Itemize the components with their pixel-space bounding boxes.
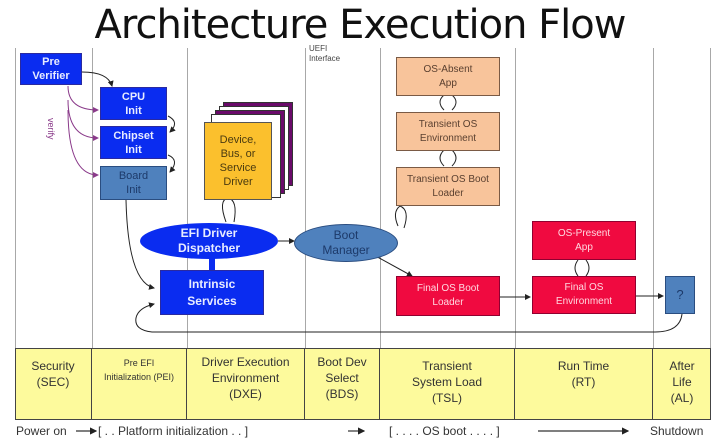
phase-dxe: Driver Execution Environment (DXE) xyxy=(187,348,305,420)
lane-divider xyxy=(515,48,516,348)
loop-present-final xyxy=(574,259,590,277)
final-os-boot-loader-box[interactable]: Final OS Boot Loader xyxy=(396,276,500,316)
arrow-board-to-intrinsic xyxy=(125,199,155,290)
phase-al: After Life (AL) xyxy=(669,359,695,405)
verify-arrow-cpu xyxy=(67,85,99,113)
lane-divider xyxy=(710,48,711,348)
arrow-chipset-to-board xyxy=(167,154,176,173)
uefi-interface-label: UEFI Interface xyxy=(309,44,341,63)
boot-manager[interactable]: Boot Manager xyxy=(294,224,398,262)
loop-absent-env xyxy=(439,94,457,111)
footer-shutdown: Shutdown xyxy=(650,424,704,438)
verify-arrow-chipset xyxy=(67,99,99,141)
footer-platform-init: [ . . Platform initialization . . ] xyxy=(98,424,249,438)
phase-rt: Run Time (RT) xyxy=(515,348,653,420)
arrow-preverifier-to-cpu xyxy=(81,71,114,87)
phase-bar xyxy=(15,348,711,420)
unknown-box[interactable]: ? xyxy=(665,276,695,314)
footer-power-on: Power on xyxy=(16,424,67,438)
dispatcher-intrinsic-stem xyxy=(209,256,215,270)
lane-divider xyxy=(305,48,306,348)
phase-sec: Security (SEC) xyxy=(15,348,92,420)
lane-divider xyxy=(380,48,381,348)
board-init-box[interactable]: Board Init xyxy=(100,166,167,200)
efi-driver-dispatcher[interactable]: EFI Driver Dispatcher xyxy=(140,223,278,259)
lane-divider xyxy=(653,48,654,348)
phase-bds: Boot Dev Select (BDS) xyxy=(305,348,380,420)
loop-bootmgr-loader xyxy=(394,205,407,229)
cpu-init-box[interactable]: CPU Init xyxy=(100,87,167,120)
intrinsic-services-box[interactable]: Intrinsic Services xyxy=(160,270,264,315)
footer-os-boot: [ . . . . OS boot . . . . ] xyxy=(389,424,500,438)
page-title: Architecture Execution Flow xyxy=(94,2,627,48)
phase-tsl: Transient System Load (TSL) xyxy=(380,348,515,420)
lane-divider xyxy=(187,48,188,348)
arrow-unknown-to-intrinsic xyxy=(135,302,683,333)
os-absent-app-box[interactable]: OS-Absent App xyxy=(396,57,500,96)
transient-os-boot-loader-box[interactable]: Transient OS Boot Loader xyxy=(396,167,500,206)
transient-os-env-box[interactable]: Transient OS Environment xyxy=(396,112,500,151)
phase-pei: Pre EFI Initialization (PEI) xyxy=(92,348,187,420)
lane-divider xyxy=(92,48,93,348)
driver-box[interactable]: Device, Bus, or Service Driver xyxy=(204,122,272,200)
lane-divider xyxy=(15,48,16,348)
loop-env-loader xyxy=(439,149,457,167)
pre-verifier-box[interactable]: Pre Verifier xyxy=(20,53,82,85)
verify-arrow-board xyxy=(67,109,99,178)
arrow-cpu-to-chipset xyxy=(167,115,176,133)
chipset-init-box[interactable]: Chipset Init xyxy=(100,126,167,159)
final-os-env-box[interactable]: Final OS Environment xyxy=(532,276,636,314)
os-present-app-box[interactable]: OS-Present App xyxy=(532,221,636,260)
